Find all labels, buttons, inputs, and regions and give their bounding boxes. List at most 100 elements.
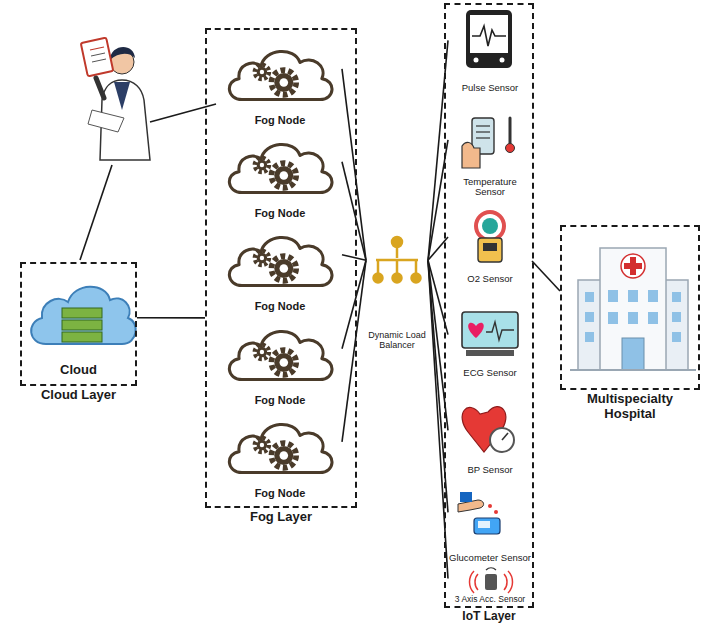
load-balancer: Dynamic Load Balancer (366, 232, 428, 350)
connector-line (342, 69, 366, 261)
monitor-screen (470, 15, 508, 53)
layer-label: Fog Layer (207, 510, 355, 525)
lb-dot (392, 237, 402, 247)
lb-line (396, 260, 399, 274)
node-label: BP Sensor (448, 465, 532, 476)
fog-icon (229, 237, 332, 285)
glucometer-icon (458, 492, 500, 534)
node-label: ECG Sensor (448, 368, 532, 379)
lb-line (396, 247, 399, 258)
connector-line (342, 260, 366, 348)
button (500, 58, 505, 63)
node-label: 3 Axis Acc. Sensor (448, 595, 532, 605)
doctor-shirt (114, 82, 130, 110)
sensor-node: ECG Sensor (448, 305, 532, 379)
accel-device (485, 574, 497, 590)
o2-display (483, 243, 497, 251)
bp-sensor-icon (462, 407, 514, 452)
o2-sensor-icon (476, 212, 504, 262)
fog-icon (229, 331, 332, 379)
ecg-monitor (462, 312, 518, 348)
lb-dot (393, 274, 402, 283)
node-label: Fog Node (218, 114, 342, 126)
lb-dot (412, 274, 421, 283)
heart (468, 323, 484, 338)
clipboard (81, 38, 114, 77)
blood-drop (494, 510, 498, 514)
fog-node: Fog Node (218, 224, 342, 312)
gauge-core (482, 218, 498, 234)
lb-line (415, 260, 418, 274)
fog-icon (229, 144, 332, 192)
papers (88, 110, 124, 132)
cloud-node: Cloud (26, 268, 131, 378)
signal-arc (504, 574, 507, 590)
signal-arc (475, 574, 478, 590)
layer-label: Cloud Layer (22, 388, 135, 403)
connector-line (342, 260, 366, 441)
node-label: Fog Node (218, 487, 342, 499)
wifi-arc (486, 568, 496, 570)
server-unit (62, 308, 102, 318)
door (622, 338, 644, 370)
connector-line (342, 255, 366, 261)
clipboard-line (92, 59, 106, 62)
fog-node: Fog Node (218, 411, 342, 499)
connector-line (532, 261, 560, 291)
hospital-tower (600, 248, 666, 370)
layer-label: IoT Layer (446, 610, 532, 624)
connector-line (342, 162, 366, 261)
gauge-ring (476, 212, 504, 240)
node-label: Fog Node (218, 394, 342, 406)
ecg-wave (486, 322, 514, 340)
doctor-link (80, 165, 112, 260)
pulse-sensor-icon (466, 10, 512, 68)
node-label: Fog Node (218, 207, 342, 219)
doctor-hair (110, 47, 135, 60)
sensor-node: Pulse Sensor (448, 6, 532, 94)
temperature-sensor-icon (462, 118, 515, 168)
sensor-node: Temperature Sensor (448, 110, 532, 198)
node-label: Dynamic Load Balancer (366, 330, 428, 350)
signal-arc (470, 571, 475, 593)
sensor-node: 3 Axis Acc. Sensor (448, 566, 532, 605)
hand (462, 142, 480, 168)
thermometer-bulb (506, 144, 515, 153)
lb-line (377, 260, 380, 274)
layer-label: Multispecialty Hospital (562, 392, 698, 422)
signal-arc (508, 571, 513, 593)
fog-node: Fog Node (218, 131, 342, 219)
sensor-node: Glucometer Sensor (448, 488, 532, 564)
node-label: Fog Node (218, 300, 342, 312)
bp-gauge (490, 428, 514, 452)
node-label: Pulse Sensor (448, 83, 532, 94)
layer-region: IoT LayerPulse SensorTemperature SensorO… (444, 3, 534, 608)
sleeve (460, 492, 472, 502)
fog-icon (229, 51, 332, 99)
hospital-region: Multispecialty Hospital (560, 225, 700, 390)
red-cross (624, 263, 642, 269)
device-line (476, 125, 490, 126)
node-label: Glucometer Sensor (448, 553, 532, 564)
sensor-node: O2 Sensor (448, 205, 532, 285)
node-label: Cloud (26, 363, 131, 378)
gauge-needle (502, 433, 508, 440)
device-line (476, 131, 490, 132)
pulse-wave (472, 26, 506, 46)
accelerometer-icon (470, 568, 513, 593)
connector-line (137, 317, 205, 319)
ground-line (570, 369, 696, 371)
hospital-icon (570, 248, 696, 370)
blood-drop (488, 504, 492, 508)
glucometer-screen (478, 521, 490, 528)
fog-node: Fog Node (218, 38, 342, 126)
cloud-icon (31, 287, 136, 344)
layer-region: Fog LayerFog NodeFog NodeFog NodeFog Nod… (205, 28, 357, 508)
server-unit (62, 320, 102, 330)
fog-icon (229, 424, 332, 472)
layer-region: Cloud LayerCloud (20, 262, 137, 386)
ecg-base (466, 350, 514, 356)
thermometer (509, 118, 512, 144)
load-balancer-icon (374, 237, 421, 283)
